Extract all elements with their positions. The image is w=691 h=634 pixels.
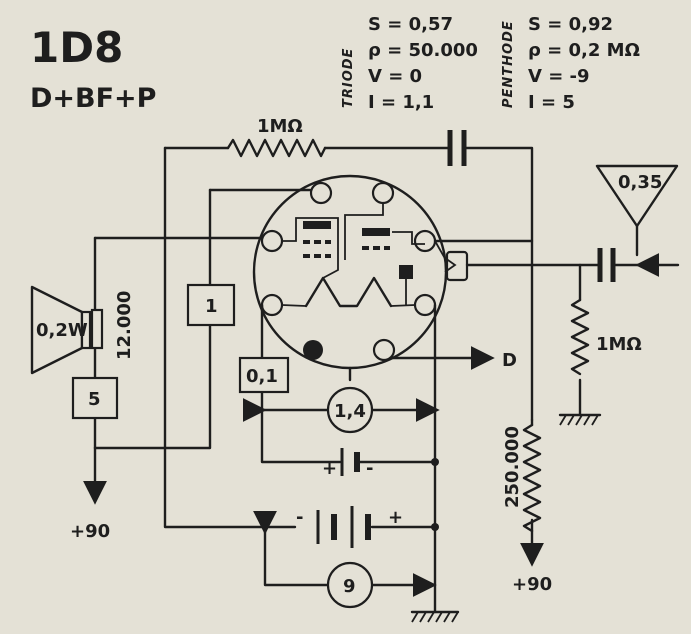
plate-resistor-label: 250.000 <box>502 426 523 508</box>
coil-box-5-label: 5 <box>88 389 101 410</box>
tube-pins <box>260 181 437 362</box>
penthode-v: V = -9 <box>528 66 590 87</box>
coupling-capacitor-top <box>447 130 467 166</box>
tube-function: D+BF+P <box>30 83 156 114</box>
filament-minus: - <box>366 458 373 479</box>
penthode-rho: ρ = 0,2 MΩ <box>528 40 640 61</box>
right-wires <box>433 239 642 567</box>
triode-heading: TRIODE <box>341 48 356 108</box>
triode-i: I = 1,1 <box>368 92 434 113</box>
grid-resistor-label: 1MΩ <box>596 334 642 355</box>
antenna-icon <box>595 164 680 277</box>
supply-right-label: +90 <box>512 574 552 595</box>
filament-meter <box>242 386 440 434</box>
supply-left-label: +90 <box>70 521 110 542</box>
top-wire <box>163 138 534 422</box>
triode-s: S = 0,57 <box>368 14 453 35</box>
top-resistor-label: 1MΩ <box>257 116 303 137</box>
bias-plus: + <box>388 507 403 528</box>
ground-rail <box>410 303 460 623</box>
coil-box-1-label: 1 <box>205 296 218 317</box>
triode-rho: ρ = 50.000 <box>368 40 478 61</box>
speaker-icon <box>30 285 104 375</box>
triode-v: V = 0 <box>368 66 422 87</box>
input-capacitor <box>597 248 616 282</box>
coil-box-1 <box>186 283 236 327</box>
filament-battery-icon <box>340 448 360 476</box>
bias-voltage-label: 9 <box>343 576 356 597</box>
antenna-label: 0,35 <box>618 172 662 193</box>
left-wires <box>83 146 437 529</box>
coil-box-5 <box>71 376 119 420</box>
diode-output-label: D <box>502 350 517 371</box>
tube-electrodes <box>281 203 448 308</box>
plate-resistor <box>522 423 542 533</box>
grid-resistor <box>558 298 602 426</box>
bias-meter <box>253 510 437 609</box>
transformer-label: 12.000 <box>114 291 135 360</box>
bias-battery-icon <box>316 506 437 548</box>
tube-top-cap <box>444 250 469 282</box>
penthode-i: I = 5 <box>528 92 575 113</box>
penthode-heading: PENTHODE <box>501 20 516 108</box>
penthode-s: S = 0,92 <box>528 14 613 35</box>
bias-minus: - <box>296 507 303 528</box>
tube-envelope <box>252 174 448 370</box>
filament-voltage-label: 1,4 <box>334 401 366 422</box>
tube-name: 1D8 <box>30 23 123 72</box>
resistor-box-0-1 <box>238 356 290 394</box>
speaker-power-label: 0,2W <box>36 320 88 341</box>
resistor-box-0-1-label: 0,1 <box>246 366 278 387</box>
filament-plus: + <box>322 458 337 479</box>
